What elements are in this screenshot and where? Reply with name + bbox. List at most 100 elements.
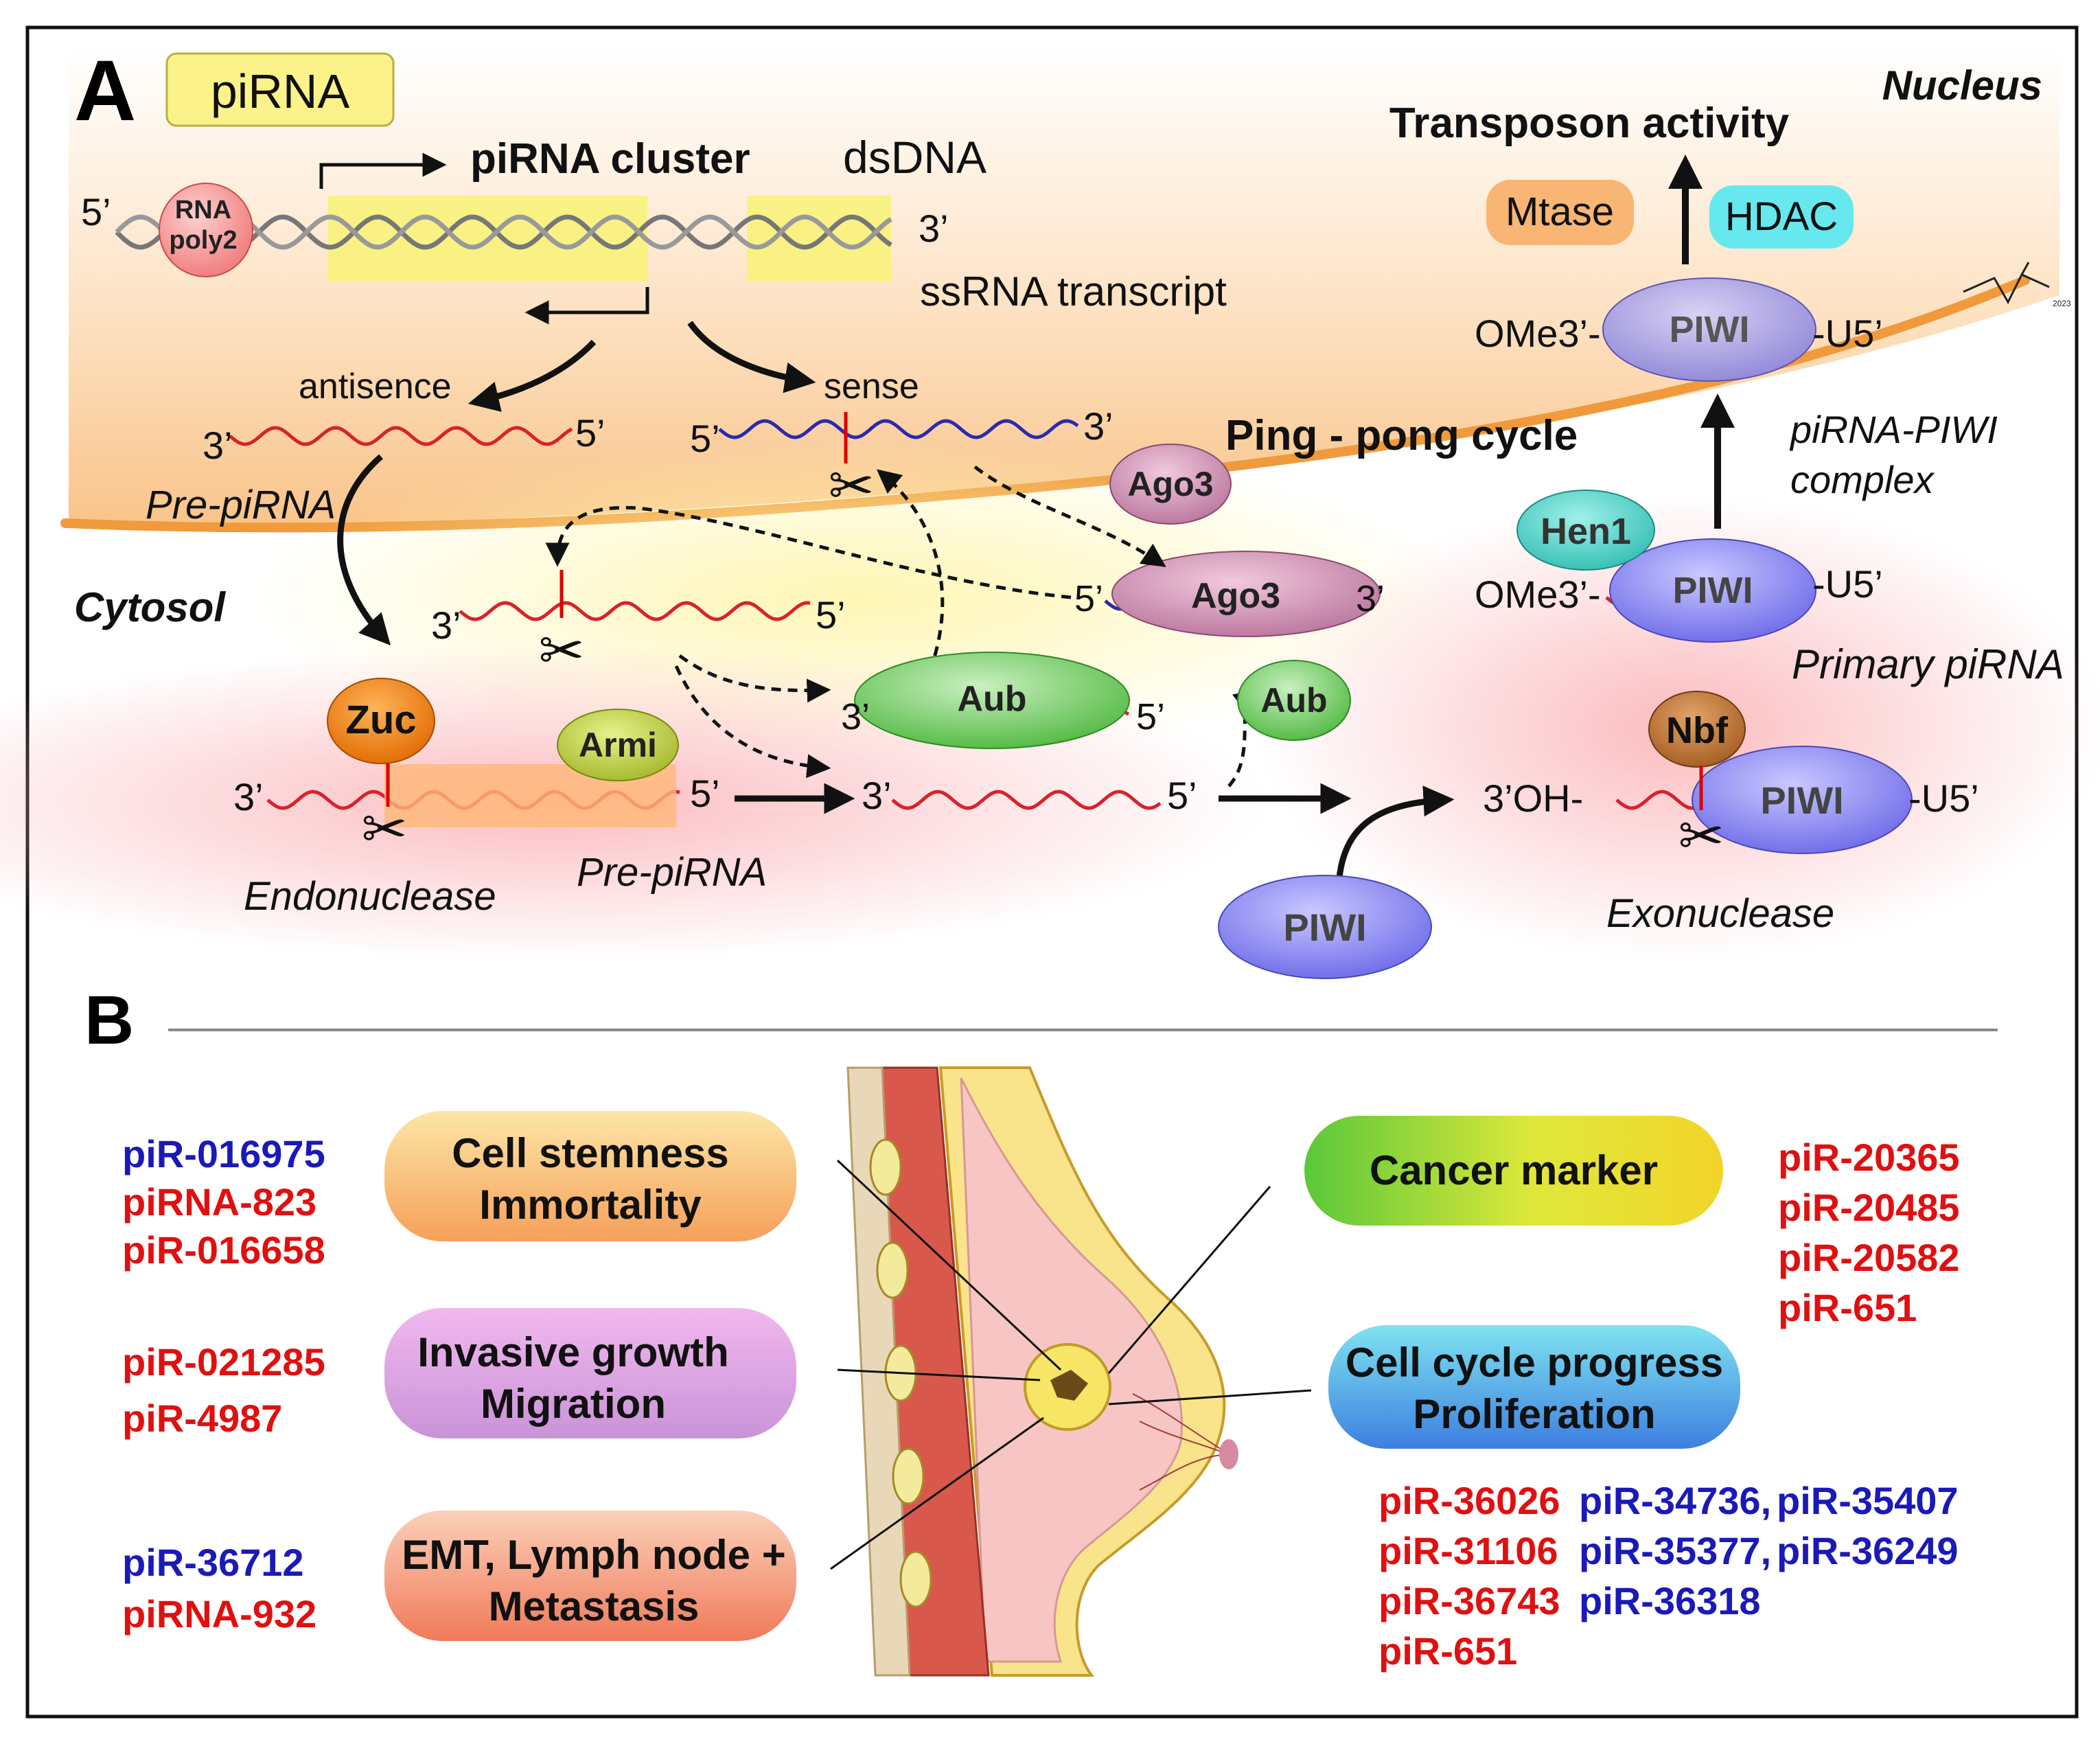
pirna-badge-box [165, 52, 395, 127]
emt-line1: EMT, Lymph node + [402, 1532, 785, 1578]
piwi-nuclear-protein [1602, 277, 1816, 382]
transcription-start-arrow [319, 152, 447, 189]
emt-line2: Metastasis [489, 1583, 700, 1629]
u5-nbf-label: -U5’ [1908, 777, 1979, 820]
u5-hen1-label: -U5’ [1812, 562, 1883, 606]
dashed-ago3-to-mid [545, 505, 1072, 599]
ago3-bound-label: Ago3 [1191, 576, 1280, 616]
logo-year: 2023 [2053, 299, 2071, 308]
pirna-list-item-marker: piR-20582 [1778, 1236, 1960, 1279]
ome3-hen1-label: OMe3’- [1475, 573, 1601, 616]
stemness-box [384, 1111, 796, 1241]
hdac-label: HDAC [1725, 194, 1838, 239]
pirna-list-item-marker: piR-20485 [1778, 1186, 1960, 1229]
complex-line1: piRNA-PIWI [1789, 408, 1998, 451]
stemness-line1: Cell stemness [452, 1130, 729, 1176]
sense-3prime: 3’ [1083, 404, 1114, 448]
aub-bound-protein [854, 652, 1130, 749]
dashed-mid-to-center [674, 665, 831, 779]
scissors-mid-icon: ✂ [538, 620, 584, 681]
antisense-3prime: 3’ [203, 424, 233, 467]
pirna-list-item-cycle_red: piR-36743 [1378, 1579, 1560, 1622]
pirna-list-item-invasive: piR-021285 [122, 1340, 325, 1384]
hen1-label: Hen1 [1541, 511, 1631, 552]
scissors-nbf-icon: ✂ [1678, 805, 1724, 867]
ago3-5prime: 5’ [1074, 578, 1103, 619]
panel-b-letter: B [84, 982, 134, 1059]
cancer-marker-label: Cancer marker [1370, 1147, 1658, 1193]
piwi-nuclear-label: PIWI [1670, 309, 1750, 350]
pre-pirna-bottom: Pre-piRNA [577, 850, 767, 895]
pirna-list-item-emt: piRNA-932 [122, 1592, 316, 1636]
milk-ducts [1132, 1393, 1230, 1491]
arrow-to-antisense [468, 339, 597, 412]
pirna-cluster-label: piRNA cluster [470, 135, 750, 183]
scissors-zuc-icon: ✂ [361, 799, 407, 860]
pre-pirna-top: Pre-piRNA [146, 483, 336, 527]
pointer-cycle [1108, 1389, 1312, 1405]
pirna-list-item-cycle_blue_a: piR-35377, [1579, 1529, 1771, 1572]
aub-3prime: 3’ [841, 696, 870, 737]
sense-strand [718, 419, 1079, 439]
hdac-box [1709, 185, 1854, 249]
antisense-transcription-arrow [524, 287, 649, 325]
cell-cycle-box [1328, 1325, 1740, 1449]
pointer-stemness [836, 1159, 1062, 1371]
ago3-bound-protein [1111, 551, 1381, 637]
antisense-5prime: 5’ [575, 411, 605, 455]
dashed-aub-to-sense [876, 469, 945, 688]
mtase-box [1486, 180, 1634, 245]
oh-3prime-label: 3’OH- [1483, 777, 1583, 820]
pirna-list-item-marker: piR-20365 [1778, 1136, 1960, 1179]
dna-5prime: 5’ [81, 190, 111, 233]
transposon-activity-label: Transposon activity [1389, 100, 1790, 147]
pirna-list-item-cycle_red: piR-31106 [1378, 1529, 1558, 1572]
zuc-label: Zuc [345, 698, 416, 742]
pirna-list-item-stemness: piR-016975 [122, 1132, 325, 1175]
aub-free-protein [1237, 660, 1351, 741]
pirna-list-item-cycle_blue_a: piR-36318 [1579, 1579, 1761, 1622]
pirna-list-item-cycle_blue_b: piR-35407 [1777, 1479, 1959, 1522]
invasive-box [384, 1308, 796, 1438]
pirna-badge: piRNA [211, 65, 350, 118]
arrow-piwi-to-nbf [1335, 785, 1455, 886]
pirna-list-item-cycle_blue_b: piR-36249 [1777, 1529, 1959, 1572]
pirna-list-item-emt: piR-36712 [122, 1541, 304, 1584]
aub-bound-label: Aub [957, 679, 1026, 719]
ago3-3prime: 3’ [1356, 578, 1385, 619]
piwi-free-label: PIWI [1283, 906, 1366, 949]
cytosol-label: Cytosol [74, 584, 226, 630]
sense-label: sense [824, 367, 919, 406]
sense-5prime: 5’ [690, 417, 720, 460]
invasive-line1: Invasive growth [417, 1329, 728, 1375]
rna-poly2-enzyme [159, 183, 253, 277]
antisense-strand [229, 426, 573, 446]
pirna-list-item-stemness: piRNA-823 [122, 1180, 316, 1224]
nucleus-label: Nucleus [1882, 62, 2042, 108]
u5-nuclear-label: -U5’ [1812, 312, 1883, 355]
pointer-invasive [837, 1368, 1041, 1381]
mid-3prime: 3’ [431, 604, 461, 647]
pointer-marker [1107, 1186, 1271, 1374]
cell-cycle-line2: Proliferation [1413, 1391, 1655, 1437]
aub-free-label: Aub [1260, 681, 1327, 720]
ping-pong-label: Ping - pong cycle [1225, 412, 1578, 459]
center-5prime: 5’ [1167, 774, 1197, 817]
piwi-nbf-label: PIWI [1760, 779, 1843, 822]
pirna-list-item-marker: piR-651 [1778, 1286, 1917, 1329]
nbf-label: Nbf [1666, 710, 1729, 751]
dashed-mid-to-aub [678, 654, 831, 703]
rna-poly2-line1: RNA [175, 196, 231, 225]
piwi-nbf-protein [1692, 746, 1913, 854]
piwi-free-protein [1218, 875, 1432, 979]
author-logo [1963, 262, 2050, 305]
nucleus-region [69, 48, 2059, 525]
pirna-list-item-cycle_red: piR-36026 [1378, 1479, 1560, 1522]
pirna-list-item-cycle_blue_a: piR-34736, [1579, 1479, 1771, 1522]
hen1-protein [1516, 490, 1655, 571]
pirna-list-item-stemness: piR-016658 [122, 1228, 325, 1272]
center-strand [891, 790, 1162, 810]
complex-line2: complex [1790, 458, 1935, 501]
endonuclease-label: Endonuclease [244, 874, 496, 919]
